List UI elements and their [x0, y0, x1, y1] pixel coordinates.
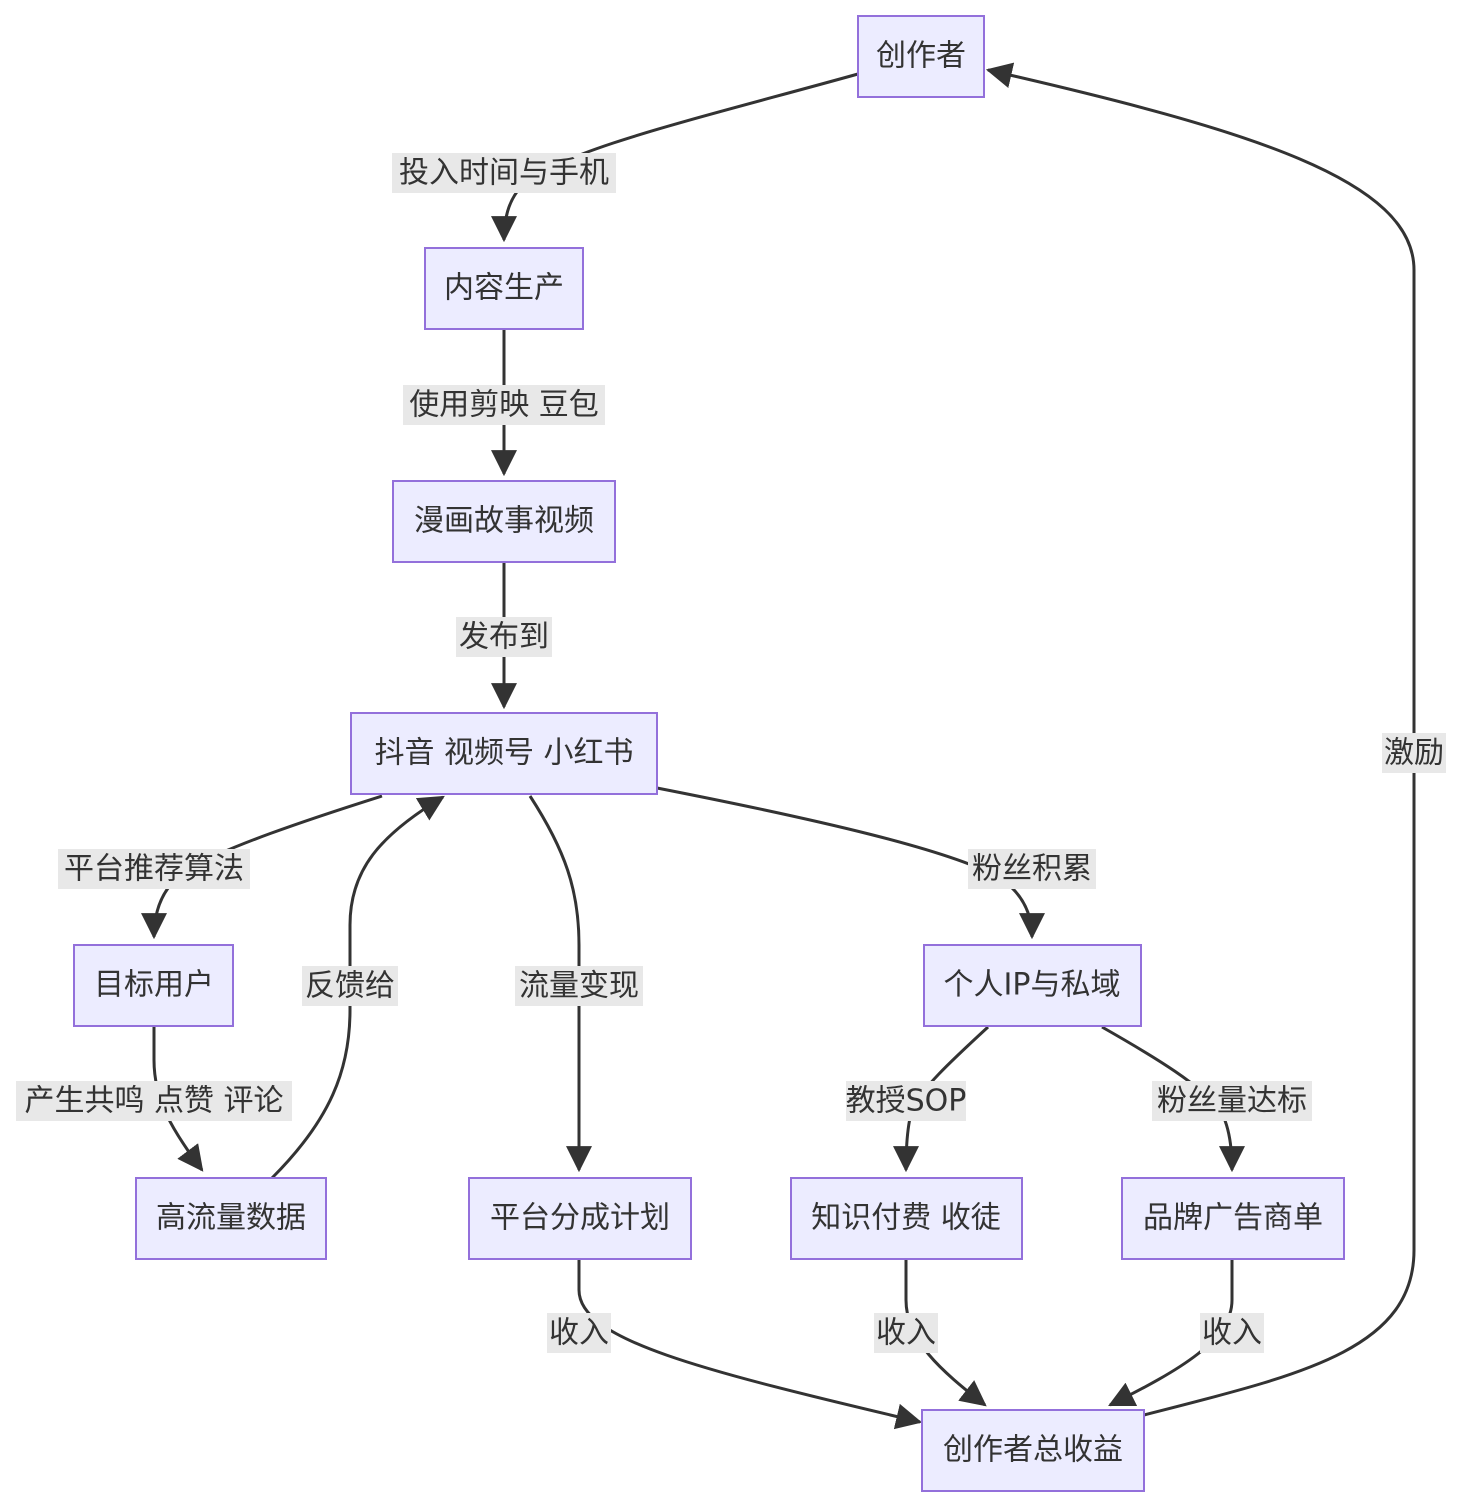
- node-knowledge-payment: 知识付费 收徒: [790, 1177, 1023, 1260]
- edge-label-income-1: 收入: [547, 1313, 611, 1353]
- svg-text:收入: 收入: [876, 1316, 936, 1351]
- svg-text:发布到: 发布到: [459, 620, 549, 655]
- edge-label-fan-accumulation: 粉丝积累: [968, 849, 1096, 889]
- svg-text:反馈给: 反馈给: [305, 969, 395, 1004]
- edge-label-invest-time-phone: 投入时间与手机: [392, 153, 616, 193]
- node-creator: 创作者: [857, 15, 985, 98]
- svg-text:激励: 激励: [1384, 736, 1444, 771]
- edge-total-to-creator: [985, 62, 1416, 1417]
- svg-text:品牌广告商单: 品牌广告商单: [1143, 1201, 1323, 1236]
- node-content-production: 内容生产: [424, 247, 584, 330]
- svg-text:粉丝积累: 粉丝积累: [972, 852, 1092, 887]
- edge-label-income-3: 收入: [1200, 1313, 1264, 1353]
- svg-text:创作者: 创作者: [876, 39, 966, 74]
- node-brand-ads: 品牌广告商单: [1121, 1177, 1345, 1260]
- svg-text:流量变现: 流量变现: [519, 969, 639, 1004]
- svg-text:产生共鸣 点赞 评论: 产生共鸣 点赞 评论: [24, 1084, 283, 1119]
- svg-text:知识付费 收徒: 知识付费 收徒: [811, 1201, 1001, 1236]
- edge-label-teach-sop: 教授SOP: [846, 1081, 967, 1121]
- edge-label-publish-to: 发布到: [456, 617, 552, 657]
- svg-text:平台分成计划: 平台分成计划: [490, 1201, 670, 1236]
- node-target-users: 目标用户: [73, 944, 234, 1027]
- edge-platforms-to-share-plan: [528, 795, 592, 1173]
- node-comic-video: 漫画故事视频: [392, 480, 616, 563]
- node-platform-share-plan: 平台分成计划: [468, 1177, 692, 1260]
- svg-text:内容生产: 内容生产: [444, 271, 564, 306]
- edge-label-income-2: 收入: [874, 1313, 938, 1353]
- svg-text:抖音 视频号 小红书: 抖音 视频号 小红书: [374, 736, 633, 771]
- svg-text:粉丝量达标: 粉丝量达标: [1157, 1084, 1307, 1119]
- edge-label-platform-algorithm: 平台推荐算法: [58, 849, 250, 889]
- edge-label-incentive: 激励: [1382, 733, 1446, 773]
- svg-text:创作者总收益: 创作者总收益: [943, 1433, 1123, 1468]
- svg-text:平台推荐算法: 平台推荐算法: [64, 852, 244, 887]
- svg-text:目标用户: 目标用户: [94, 968, 214, 1003]
- svg-text:漫画故事视频: 漫画故事视频: [414, 504, 594, 539]
- svg-text:收入: 收入: [549, 1316, 609, 1351]
- edge-label-resonance: 产生共鸣 点赞 评论: [16, 1081, 292, 1121]
- edge-label-fan-count-reached: 粉丝量达标: [1152, 1081, 1312, 1121]
- edge-platforms-to-ip: [656, 786, 1045, 940]
- svg-text:投入时间与手机: 投入时间与手机: [399, 156, 609, 191]
- node-platforms: 抖音 视频号 小红书: [350, 712, 658, 795]
- node-total-income: 创作者总收益: [921, 1409, 1145, 1492]
- svg-text:高流量数据: 高流量数据: [156, 1201, 306, 1236]
- svg-text:使用剪映 豆包: 使用剪映 豆包: [409, 388, 599, 423]
- svg-text:个人IP与私域: 个人IP与私域: [944, 968, 1121, 1003]
- edge-share-plan-to-total: [577, 1259, 923, 1430]
- node-personal-ip: 个人IP与私域: [923, 944, 1142, 1027]
- edge-label-traffic-monetization: 流量变现: [515, 966, 643, 1006]
- edge-label-use-jianying-doubao: 使用剪映 豆包: [403, 385, 605, 425]
- node-high-traffic-data: 高流量数据: [135, 1177, 327, 1260]
- edge-label-feedback-to: 反馈给: [302, 966, 398, 1006]
- svg-text:教授SOP: 教授SOP: [846, 1084, 967, 1119]
- svg-text:收入: 收入: [1202, 1316, 1262, 1351]
